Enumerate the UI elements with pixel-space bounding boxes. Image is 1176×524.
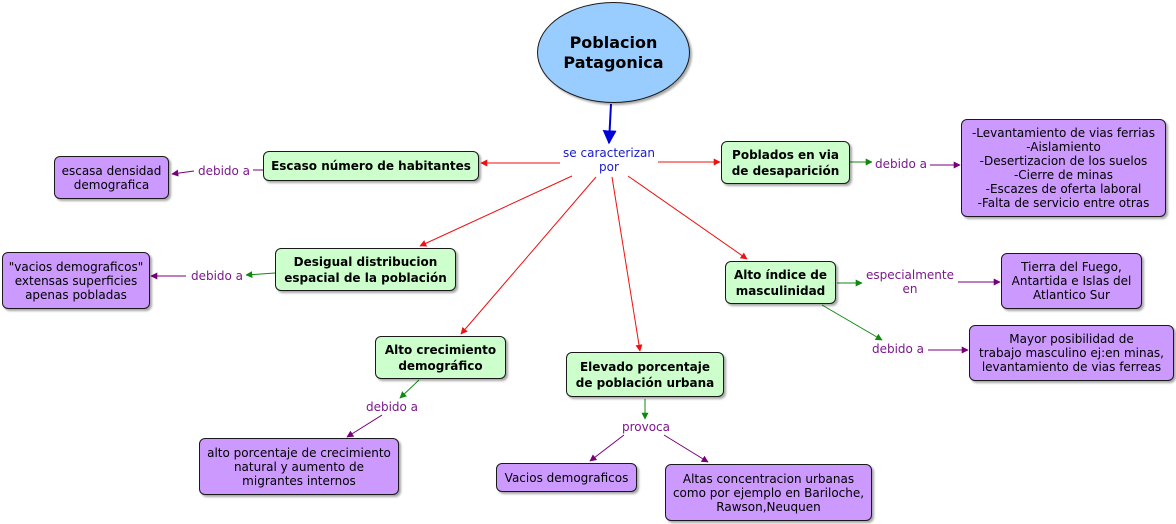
arrow-debido-escasa — [171, 169, 195, 177]
arrow-to-alto-crecimiento — [460, 176, 597, 335]
arrow-masc-debido — [821, 304, 883, 341]
concept-poblados-desaparicion: Poblados en via de desaparición — [721, 141, 850, 184]
arrow-crecimiento-debido — [399, 379, 420, 399]
detail-altas-concentracion-urbanas: Altas concentracion urbanas como por eje… — [665, 464, 872, 521]
link-label-debido-a-masculinidad: debido a — [868, 342, 928, 356]
arrow-to-desigual — [419, 175, 573, 247]
arrow-provoca-vacios — [589, 434, 625, 462]
detail-causas-desaparicion: -Levantamiento de vias ferrias -Aislamie… — [961, 119, 1166, 217]
detail-vacios-demograficos-comillas: "vacios demograficos" extensas superfici… — [2, 252, 150, 309]
arrow-to-masculinidad — [627, 175, 748, 260]
root-concept-poblacion-patagonica: Poblacion Patagonica — [537, 2, 690, 103]
link-label-se-caracterizan-por: se caracterizan por — [560, 146, 658, 174]
concept-elevado-porcentaje: Elevado porcentaje de población urbana — [566, 352, 724, 397]
concept-escaso-numero-habitantes: Escaso número de habitantes — [263, 151, 479, 181]
arrow-desigual-debido — [245, 271, 276, 279]
concept-desigual-distribucion: Desigual distribucion espacial de la pob… — [275, 248, 456, 291]
arrow-root-to-caracterizan — [602, 103, 617, 145]
link-label-provoca: provoca — [618, 420, 674, 434]
detail-escasa-densidad: escasa densidad demografica — [54, 156, 169, 199]
detail-tierra-del-fuego: Tierra del Fuego, Antartida e Islas del … — [1001, 253, 1142, 309]
link-label-debido-a-escaso: debido a — [195, 164, 253, 178]
detail-alto-porcentaje-crecimiento: alto porcentaje de crecimiento natural y… — [199, 438, 399, 495]
detail-vacios-demograficos: Vacios demograficos — [496, 463, 637, 492]
link-label-debido-a-poblados: debido a — [872, 157, 930, 171]
link-label-debido-a-desigual: debido a — [188, 269, 246, 283]
link-label-especialmente-en: especialmente en — [863, 268, 957, 296]
arrow-provoca-altas — [663, 434, 709, 463]
concept-alto-crecimiento: Alto crecimiento demográfico — [375, 336, 506, 379]
link-label-debido-a-crecimiento: debido a — [363, 400, 421, 414]
concept-alto-indice-masculinidad: Alto índice de masculinidad — [725, 261, 836, 304]
arrow-debido-alto-porcentaje — [346, 414, 383, 438]
arrow-to-elevado — [611, 176, 643, 352]
detail-mayor-posibilidad: Mayor posibilidad de trabajo masculino e… — [969, 325, 1174, 381]
